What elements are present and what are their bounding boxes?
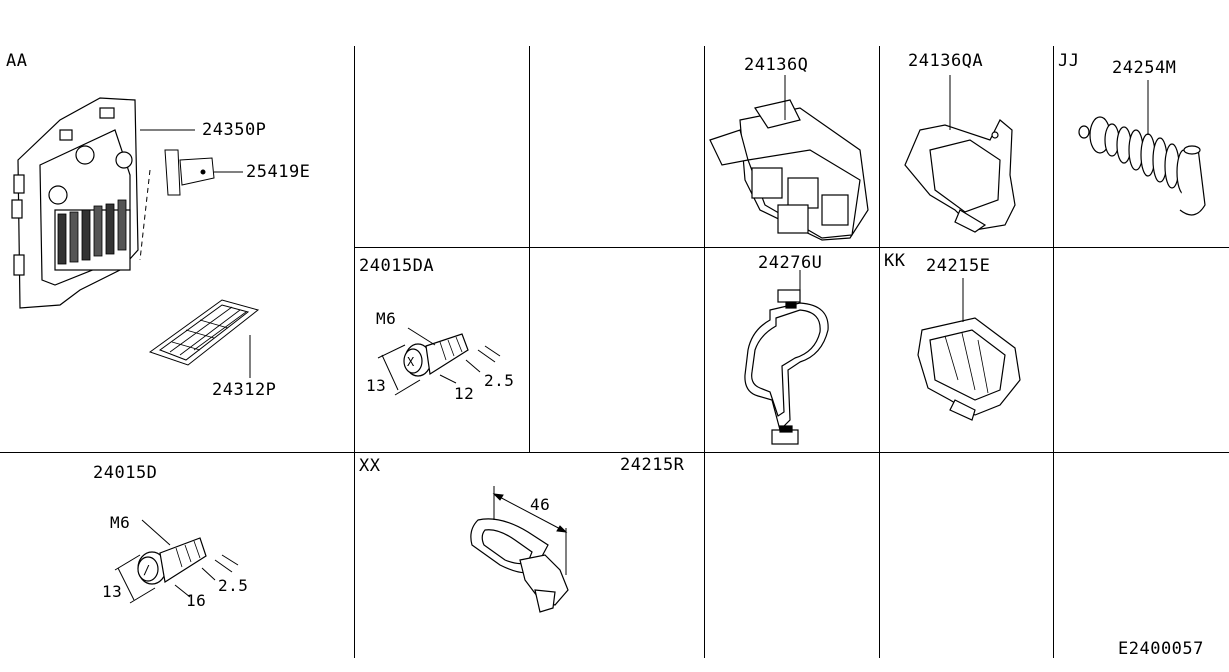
- part-label-24015DA: 24015DA: [359, 256, 435, 276]
- section-label-jj: JJ: [1058, 51, 1080, 71]
- dim-d-head: 13: [102, 582, 123, 601]
- dim-d-pitch: 2.5: [218, 576, 249, 595]
- dim-da-pitch: 2.5: [484, 371, 515, 390]
- dim-d-thread: M6: [110, 513, 131, 532]
- section-label-aa: AA: [6, 51, 28, 71]
- section-label-xx: XX: [359, 456, 381, 476]
- part-label-24312P: 24312P: [212, 380, 277, 400]
- part-label-24015D: 24015D: [93, 463, 158, 483]
- dim-da-head: 13: [366, 376, 387, 395]
- dim-d-length: 16: [186, 591, 207, 610]
- part-label-24215R: 24215R: [620, 455, 685, 475]
- dim-r-width: 46: [530, 495, 551, 514]
- svg-text:/: /: [143, 563, 150, 577]
- part-label-24254M: 24254M: [1112, 58, 1177, 78]
- section-label-kk: KK: [884, 251, 906, 271]
- part-label-24350P: 24350P: [202, 120, 267, 140]
- dim-da-thread: M6: [376, 309, 397, 328]
- part-label-24276U: 24276U: [758, 253, 823, 273]
- part-label-25419E: 25419E: [246, 162, 311, 182]
- part-label-24215E: 24215E: [926, 256, 991, 276]
- part-label-24136QA: 24136QA: [908, 51, 984, 71]
- dim-da-length: 12: [454, 384, 475, 403]
- svg-text:X: X: [407, 355, 415, 369]
- part-label-24136Q: 24136Q: [744, 55, 809, 75]
- diagram-id: E2400057: [1118, 639, 1204, 659]
